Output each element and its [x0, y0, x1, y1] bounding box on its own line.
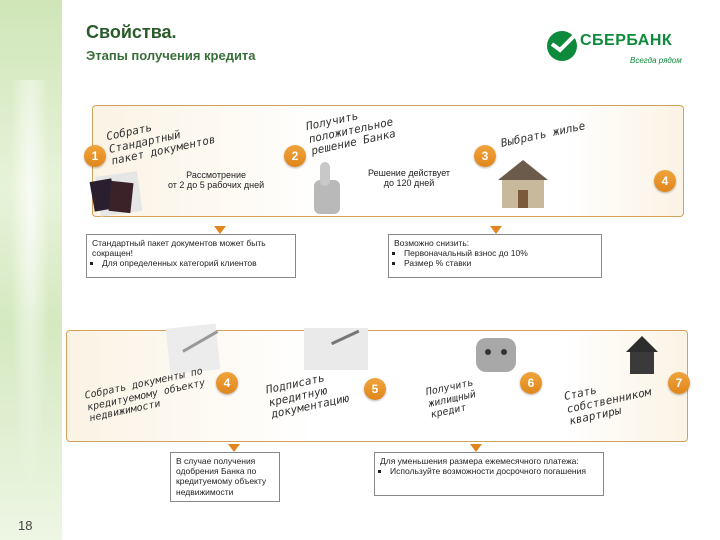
- note-right-title: Возможно снизить:: [394, 238, 596, 248]
- step-badge-2: 2: [284, 145, 306, 167]
- house-key-icon: [618, 328, 666, 380]
- arrow-down-icon: [470, 444, 482, 452]
- step-badge-1: 1: [84, 145, 106, 167]
- note-approval-line3: кредитуемому объекту: [176, 476, 274, 486]
- step1-sub: Рассмотрение от 2 до 5 рабочих дней: [168, 170, 264, 191]
- note-approval-line4: недвижимости: [176, 487, 274, 497]
- step2-sub-line1: Решение действует: [368, 168, 450, 178]
- note-approval: В случае получения одобрения Банка по кр…: [170, 452, 280, 502]
- note-reduce-title: Для уменьшения размера ежемесячного плат…: [380, 456, 598, 466]
- note-right-bullet-1: Первоначальный взнос до 10%: [404, 248, 596, 258]
- page-subtitle: Этапы получения кредита: [86, 48, 256, 63]
- step-badge-5: 5: [364, 378, 386, 400]
- logo-tagline: Всегда рядом: [630, 56, 682, 65]
- signing-hand-icon: [300, 324, 372, 374]
- note-right-bullet-2: Размер % ставки: [404, 258, 596, 268]
- step2-sub: Решение действует до 120 дней: [368, 168, 450, 189]
- passport-documents-icon: [88, 170, 150, 220]
- note-possible-reduce: Возможно снизить: Первоначальный взнос д…: [388, 234, 602, 278]
- note-reduce-bullet: Используйте возможности досрочного погаш…: [390, 466, 598, 476]
- step1-sub-line2: от 2 до 5 рабочих дней: [168, 180, 264, 190]
- step-badge-3: 3: [474, 145, 496, 167]
- thumbs-up-icon: [300, 160, 350, 216]
- arrow-down-icon: [228, 444, 240, 452]
- note-left-bullet: Для определенных категорий клиентов: [102, 258, 290, 268]
- note-approval-line2: одобрения Банка по: [176, 466, 274, 476]
- note-reduce-payment: Для уменьшения размера ежемесячного плат…: [374, 452, 604, 496]
- step-badge-4: 4: [216, 372, 238, 394]
- note-left-title: Стандартный пакет документов может быть …: [92, 238, 290, 258]
- step-badge-7: 7: [668, 372, 690, 394]
- step1-sub-line1: Рассмотрение: [168, 170, 264, 180]
- logo-name: СБЕРБАНК: [580, 32, 672, 50]
- page-number: 18: [18, 518, 32, 533]
- note-approval-line1: В случае получения: [176, 456, 274, 466]
- step-badge-6: 6: [520, 372, 542, 394]
- arrow-down-icon: [490, 226, 502, 234]
- step-badge-4-row1: 4: [654, 170, 676, 192]
- note-standard-package: Стандартный пакет документов может быть …: [86, 234, 296, 278]
- decorative-sidebar: [0, 0, 62, 540]
- arrow-down-icon: [214, 226, 226, 234]
- page-title: Свойства.: [86, 22, 177, 43]
- step2-sub-line2: до 120 дней: [368, 178, 450, 188]
- wallet-icon: [468, 322, 524, 378]
